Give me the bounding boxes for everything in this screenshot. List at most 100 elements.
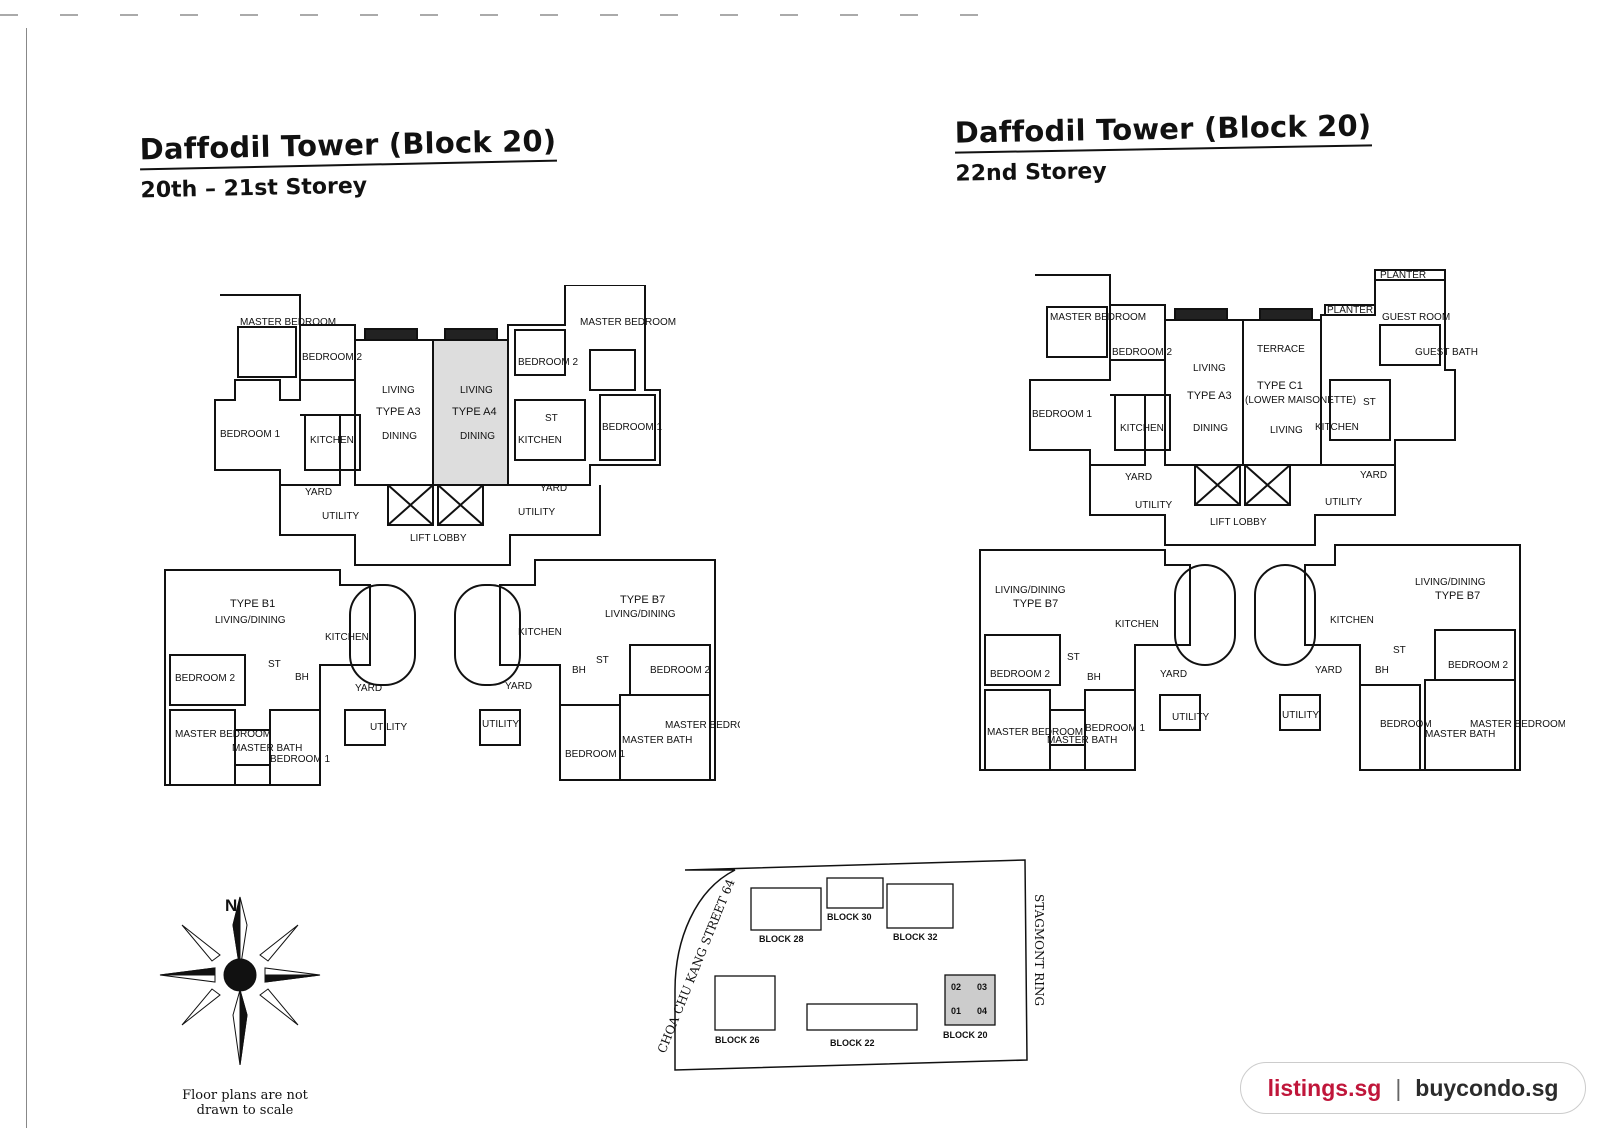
lp-living-dining-b1: LIVING/DINING [215, 615, 286, 626]
watermark-buycondo[interactable]: buycondo.sg [1415, 1074, 1559, 1101]
lp-utility-ul: UTILITY [322, 511, 360, 522]
lp-type-b1: TYPE B1 [230, 598, 275, 610]
watermark-listings[interactable]: listings.sg [1267, 1074, 1382, 1101]
lp-st-lr: ST [596, 655, 609, 666]
lp-yard-ur: YARD [540, 483, 567, 494]
lp-utility-ur: UTILITY [518, 507, 556, 518]
watermark-separator: | [1395, 1074, 1402, 1101]
lp-yard-lr: YARD [505, 681, 532, 692]
rp-living-dining-ll: LIVING/DINING [995, 585, 1066, 596]
lp-master-bath-lr: MASTER BATH [622, 735, 692, 746]
left-plan-title: Daffodil Tower (Block 20) [139, 123, 557, 171]
scan-edge [26, 28, 27, 1128]
lp-bedroom-2-lr: BEDROOM 2 [650, 665, 710, 676]
site-block-26: BLOCK 26 [715, 1035, 760, 1045]
lp-dining-a4: DINING [460, 431, 495, 442]
rp-utility-ul: UTILITY [1135, 500, 1173, 511]
lp-bedroom-1-ul: BEDROOM 1 [220, 429, 280, 440]
lp-bedroom-2-ll: BEDROOM 2 [175, 673, 235, 684]
rp-living-c1: LIVING [1270, 425, 1303, 436]
right-plan-heading: Daffodil Tower (Block 20) 22nd Storey [954, 108, 1372, 187]
lp-living-dining-b7: LIVING/DINING [605, 609, 676, 620]
lp-bedroom-1-ll: BEDROOM 1 [270, 754, 330, 765]
rp-kitchen-lr: KITCHEN [1330, 615, 1374, 626]
rp-yard-lr: YARD [1315, 665, 1342, 676]
right-plan-title: Daffodil Tower (Block 20) [954, 108, 1372, 154]
rp-utility-ll: UTILITY [1172, 712, 1210, 723]
lp-master-bedroom-1: MASTER BEDROOM [240, 317, 336, 328]
rp-living-a3: LIVING [1193, 363, 1226, 374]
rp-yard-ur: YARD [1360, 470, 1387, 481]
rp-kitchen-ul: KITCHEN [1120, 423, 1164, 434]
lp-bedroom-2-ul: BEDROOM 2 [302, 352, 362, 363]
site-block-22: BLOCK 22 [830, 1038, 875, 1048]
left-floor-plan: MASTER BEDROOM BEDROOM 2 BEDROOM 1 KITCH… [164, 285, 740, 786]
lp-utility-lr: UTILITY [482, 719, 520, 730]
rp-type-b7-lr: TYPE B7 [1435, 590, 1480, 602]
lp-yard-ul: YARD [305, 487, 332, 498]
site-unit-03: 03 [977, 982, 987, 992]
rp-utility-lr: UTILITY [1282, 710, 1320, 721]
rp-type-c1: TYPE C1 [1257, 380, 1303, 392]
lp-type-a3: TYPE A3 [376, 406, 421, 418]
rp-master-bedroom-3: MASTER BEDROOM [987, 727, 1083, 738]
rp-master-bedroom-4: MASTER BEDROOM [1470, 719, 1565, 730]
rp-dining-a3: DINING [1193, 423, 1228, 434]
lp-kitchen-ul: KITCHEN [310, 435, 354, 446]
lp-type-a4: TYPE A4 [452, 406, 497, 418]
lp-kitchen-ur: KITCHEN [518, 435, 562, 446]
site-unit-02: 02 [951, 982, 961, 992]
lp-dining-a3: DINING [382, 431, 417, 442]
rp-bedroom-lr: BEDROOM [1380, 719, 1432, 730]
rp-utility-ur: UTILITY [1325, 497, 1363, 508]
rp-planter-roof: PLANTER [1380, 270, 1426, 281]
lp-living-a3: LIVING [382, 385, 415, 396]
compass-rose-icon [159, 896, 321, 1065]
site-block-28: BLOCK 28 [759, 934, 804, 944]
lp-st-ll: ST [268, 659, 281, 670]
lp-master-bath-ll: MASTER BATH [232, 743, 302, 754]
rp-master-bedroom-1: MASTER BEDROOM [1050, 312, 1146, 323]
site-street-right: STAGMONT RING [1032, 894, 1046, 1006]
rp-bedroom-2-lr: BEDROOM 2 [1448, 660, 1508, 671]
lp-kitchen-ll: KITCHEN [325, 632, 369, 643]
rp-yard-ul: YARD [1125, 472, 1152, 483]
lp-kitchen-lr: KITCHEN [518, 627, 562, 638]
lp-master-bedroom-4: MASTER BEDROOM [665, 720, 740, 731]
right-floor-plan: MASTER BEDROOM BEDROOM 2 BEDROOM 1 KITCH… [979, 269, 1565, 771]
lp-bedroom-1-lr: BEDROOM 1 [565, 749, 625, 760]
rp-master-bath-ll: MASTER BATH [1047, 735, 1117, 746]
rp-bedroom-1-ll: BEDROOM 1 [1085, 723, 1145, 734]
right-plan-subtitle: 22nd Storey [955, 158, 1107, 187]
lp-living-a4: LIVING [460, 385, 493, 396]
site-block-20: BLOCK 20 [943, 1030, 988, 1040]
lp-utility-ll: UTILITY [370, 722, 408, 733]
left-plan-heading: Daffodil Tower (Block 20) 20th – 21st St… [139, 123, 557, 203]
rp-bh-lr: BH [1375, 665, 1389, 676]
rp-type-a3: TYPE A3 [1187, 390, 1232, 402]
site-block-30: BLOCK 30 [827, 912, 872, 922]
rp-bh-ll: BH [1087, 672, 1101, 683]
rp-bedroom-2-ul: BEDROOM 2 [1112, 347, 1172, 358]
rp-lower-maisonette: (LOWER MAISONETTE) [1245, 395, 1356, 406]
site-unit-01: 01 [951, 1006, 961, 1016]
rp-kitchen-ur: KITCHEN [1315, 422, 1359, 433]
rp-type-b7-ll: TYPE B7 [1013, 598, 1058, 610]
lp-lift-lobby: LIFT LOBBY [410, 533, 467, 544]
rp-master-bath-lr: MASTER BATH [1425, 729, 1495, 740]
site-plan: BLOCK 28 BLOCK 30 BLOCK 32 BLOCK 26 BLOC… [655, 859, 1046, 1071]
site-block-32: BLOCK 32 [893, 932, 938, 942]
lp-yard-ll: YARD [355, 683, 382, 694]
rp-living-dining-lr: LIVING/DINING [1415, 577, 1486, 588]
scan-edge-top [0, 14, 1000, 16]
site-street-left: CHOA CHU KANG STREET 64 [655, 877, 738, 1055]
rp-bedroom-2-ll: BEDROOM 2 [990, 669, 1050, 680]
rp-guest-bath: GUEST BATH [1415, 347, 1478, 358]
lp-st-ur: ST [545, 413, 558, 424]
lp-master-bedroom-2: MASTER BEDROOM [580, 317, 676, 328]
watermark-badge: listings.sg | buycondo.sg [1240, 1062, 1586, 1114]
lp-bedroom-2-ur: BEDROOM 2 [518, 357, 578, 368]
rp-st-lr: ST [1393, 645, 1406, 656]
compass-north-label: N [225, 896, 238, 915]
